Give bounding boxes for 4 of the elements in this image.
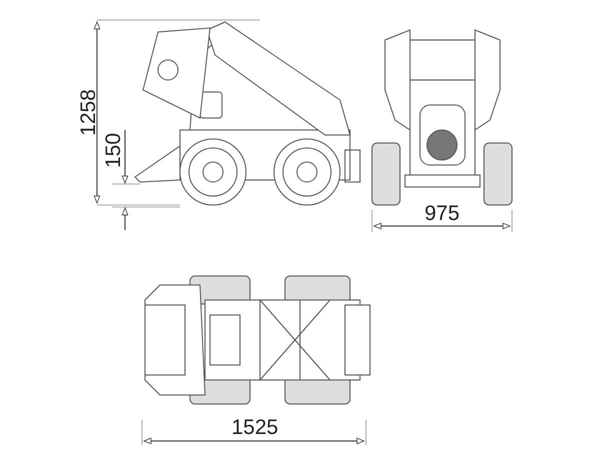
dimension-label: 975 bbox=[424, 202, 460, 224]
dimension-label: 1525 bbox=[232, 416, 278, 438]
dimension-label: 150 bbox=[102, 132, 124, 168]
dimension-label: 1258 bbox=[77, 88, 98, 136]
